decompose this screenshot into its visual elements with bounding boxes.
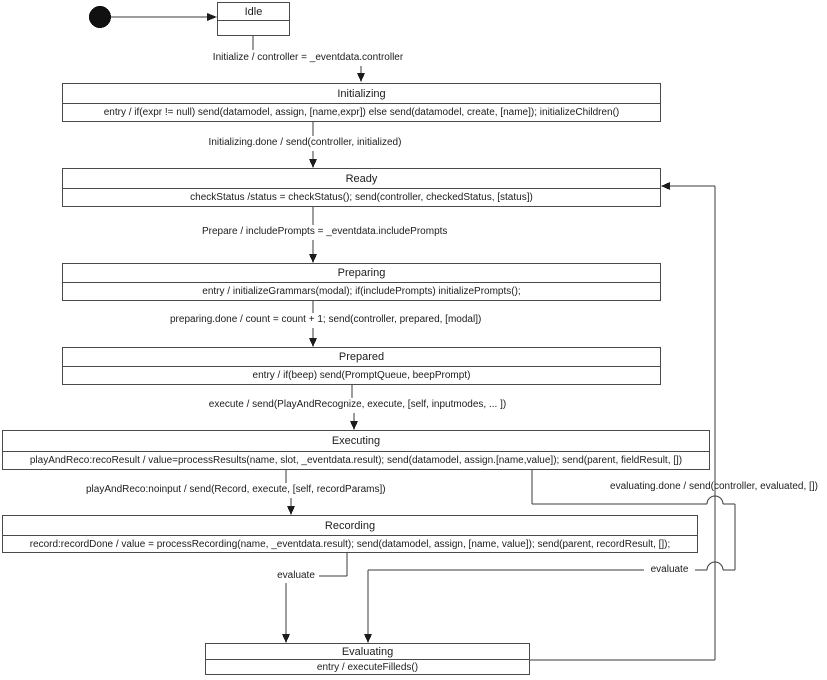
state-ready-title: Ready	[63, 169, 660, 189]
state-executing-body: playAndReco:recoResult / value=processRe…	[29, 455, 683, 466]
arrow-initializing-ready	[309, 122, 317, 168]
state-executing: Executing playAndReco:recoResult / value…	[2, 430, 710, 470]
state-ready-body: checkStatus /status = checkStatus(); sen…	[190, 192, 533, 203]
state-evaluating-body: entry / executeFilleds()	[316, 661, 419, 673]
transition-label-evaluate-left: evaluate	[277, 570, 315, 581]
arrow-preparing-prepared	[309, 301, 317, 347]
transition-label-initialize: Initialize / controller = _eventdata.con…	[212, 52, 404, 63]
state-idle-title: Idle	[218, 3, 289, 21]
state-initializing-body: entry / if(expr != null) send(datamodel,…	[103, 107, 620, 118]
state-executing-title: Executing	[3, 431, 709, 452]
state-idle-body	[218, 21, 289, 35]
transition-label-execute: execute / send(PlayAndRecognize, execute…	[208, 399, 507, 410]
state-evaluating: Evaluating entry / executeFilleds()	[205, 643, 530, 675]
arrow-idle-initializing	[252, 35, 365, 82]
transition-label-prepare: Prepare / includePrompts = _eventdata.in…	[202, 226, 448, 237]
transition-label-play-noinput: playAndReco:noinput / send(Record, execu…	[86, 484, 386, 495]
transition-label-initializing-done: Initializing.done / send(controller, ini…	[208, 137, 402, 148]
state-preparing-title: Preparing	[63, 264, 660, 283]
arrow-ready-preparing	[309, 207, 317, 263]
state-prepared-body: entry / if(beep) send(PromptQueue, beepP…	[252, 370, 471, 381]
transition-label-evaluating-done: evaluating.done / send(controller, evalu…	[610, 481, 818, 492]
transition-label-preparing-done: preparing.done / count = count + 1; send…	[170, 314, 482, 325]
arrow-executing-recording	[285, 470, 295, 515]
state-ready: Ready checkStatus /status = checkStatus(…	[62, 168, 661, 207]
arrow-prepared-executing	[350, 385, 358, 430]
state-recording-body: record:recordDone / value = processRecor…	[29, 538, 671, 550]
state-preparing-body: entry / initializeGrammars(modal); if(in…	[202, 286, 521, 297]
state-preparing: Preparing entry / initializeGrammars(mod…	[62, 263, 661, 301]
state-idle: Idle	[217, 2, 290, 36]
state-prepared-title: Prepared	[63, 348, 660, 367]
state-initializing-title: Initializing	[63, 84, 660, 104]
initial-state-icon	[89, 6, 217, 28]
state-recording-title: Recording	[3, 516, 697, 536]
state-evaluating-title: Evaluating	[206, 644, 529, 660]
arrow-executing-evaluating	[364, 470, 736, 643]
state-prepared: Prepared entry / if(beep) send(PromptQue…	[62, 347, 661, 385]
arrow-evaluating-ready	[530, 182, 716, 661]
state-recording: Recording record:recordDone / value = pr…	[2, 515, 698, 553]
arrow-recording-evaluating	[282, 553, 348, 643]
state-initializing: Initializing entry / if(expr != null) se…	[62, 83, 661, 122]
transition-label-evaluate-right: evaluate	[650, 564, 689, 575]
